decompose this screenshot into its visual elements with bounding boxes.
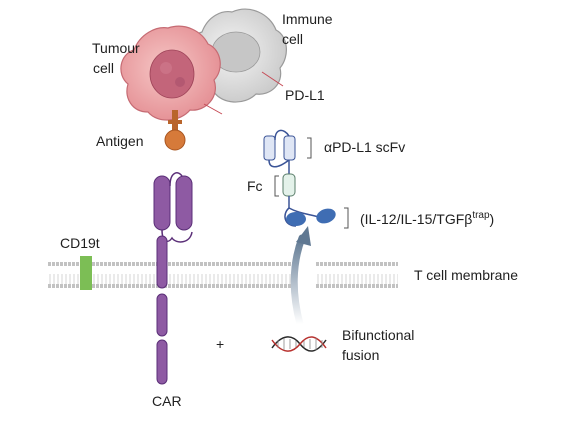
- cytokine-suffix: ): [490, 211, 495, 227]
- bifunctional-label-line2: fusion: [342, 347, 379, 363]
- cytokine-prefix: (IL-12/IL-15/TGFβ: [360, 211, 472, 227]
- tumour-label-line1: Tumour: [92, 40, 140, 56]
- scfv-label: αPD-L1 scFv: [324, 139, 405, 155]
- antigen-label: Antigen: [96, 133, 143, 149]
- membrane-label: T cell membrane: [414, 267, 518, 283]
- tumour-cell: [120, 25, 221, 121]
- antigen: [164, 110, 186, 151]
- dna-helix-icon: [271, 336, 327, 352]
- fc-bracket: [274, 175, 279, 197]
- scfv-bracket: [307, 137, 312, 159]
- fc-label: Fc: [247, 178, 263, 194]
- pdl1-pointer: [261, 71, 284, 87]
- cytokine-superscript: trap: [472, 210, 490, 221]
- bifunctional-label-line1: Bifunctional: [342, 327, 414, 343]
- bifunctional-fusion-protein: [263, 129, 336, 227]
- car-label: CAR: [152, 393, 182, 409]
- secretion-arrow: [290, 226, 311, 328]
- cytokine-trap-label: (IL-12/IL-15/TGFβtrap): [360, 210, 494, 227]
- pdl1-label: PD-L1: [285, 87, 325, 103]
- cd19t-label: CD19t: [60, 235, 100, 251]
- tumour-label-line2: cell: [93, 60, 114, 76]
- plus-sign: +: [216, 336, 224, 352]
- t-cell-membrane: [48, 262, 398, 288]
- immune-label-line2: cell: [282, 31, 303, 47]
- car-receptor: [153, 172, 193, 385]
- trap-bracket: [344, 207, 349, 229]
- cd19t-protein: [80, 256, 92, 290]
- immune-label-line1: Immune: [282, 11, 333, 27]
- tumour-pointer: [203, 103, 223, 115]
